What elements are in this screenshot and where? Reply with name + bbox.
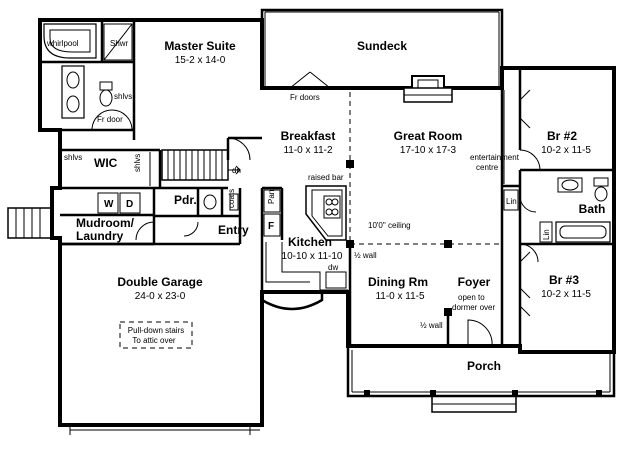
sundeck-french-doors [289, 71, 331, 89]
pantry-label: Pan [267, 190, 276, 204]
master-door-swing [227, 137, 251, 161]
kitchen-island [305, 185, 347, 241]
whirlpool-tub [43, 23, 97, 59]
fridge-label: F [268, 221, 274, 232]
master-toilet [99, 81, 113, 107]
entertainment-label: entertainment [470, 153, 520, 162]
raised-bar-label: raised bar [308, 173, 344, 182]
breakfast-dim: 11-0 x 11-2 [283, 145, 333, 156]
foyer-name: Foyer [458, 275, 491, 289]
side-entry-steps [7, 207, 53, 239]
kitchen-dim: 10-10 x 11-10 [282, 251, 343, 262]
bath-name: Bath [579, 202, 606, 216]
great-room-dim: 17-10 x 17-3 [400, 145, 457, 156]
open-to-label-2: dormer over [452, 303, 495, 312]
breakfast-name: Breakfast [281, 129, 336, 143]
br3-name: Br #3 [549, 273, 579, 287]
half-wall-label-2: ½ wall [420, 321, 443, 330]
sundeck-name: Sundeck [357, 39, 407, 53]
garage-details [69, 321, 260, 435]
sundeck-outline [260, 8, 504, 88]
stairs-dn-label: dn [232, 166, 241, 175]
kitchen-bay [260, 292, 324, 311]
great-room-name: Great Room [394, 129, 463, 143]
stairs [161, 149, 241, 181]
ceiling-label: 10'0" ceiling [368, 221, 411, 230]
kitchen-walls [260, 186, 348, 292]
garage-dim: 24-0 x 23-0 [135, 291, 186, 302]
half-wall-label-1: ½ wall [354, 251, 377, 260]
linen-label: Lin [506, 197, 517, 206]
porch [346, 346, 616, 413]
br2-dim: 10-2 x 11-5 [541, 145, 591, 156]
pull-down-label-1: Pull-down stairs [128, 326, 184, 335]
shower-label: Shwr [110, 39, 129, 48]
mudroom-name: Mudroom/ [76, 216, 135, 230]
bath-fixtures [539, 177, 611, 243]
master-suite-dim: 15-2 x 14-0 [175, 55, 226, 66]
dryer-label: D [126, 199, 133, 210]
interior-dashed-lines [349, 92, 502, 270]
shower [103, 23, 133, 61]
master-bath-walls [40, 20, 262, 190]
bath-french-door [91, 109, 133, 131]
coats-label: coats [227, 189, 236, 208]
bedroom-walls [500, 68, 614, 346]
front-door [467, 319, 493, 347]
garage-name: Double Garage [117, 275, 203, 289]
br3-door [519, 243, 539, 263]
fr-door-label: Fr door [97, 115, 123, 124]
mudroom-door [135, 221, 155, 241]
br2-name: Br #2 [547, 129, 577, 143]
bath-linen-label: Lin [542, 229, 551, 240]
columns [346, 160, 452, 316]
pull-down-label-2: To attic over [132, 336, 175, 345]
laundry-name: Laundry [76, 229, 124, 243]
fireplace [403, 75, 453, 103]
master-suite-name: Master Suite [164, 39, 236, 53]
bath-door [519, 195, 537, 213]
kitchen-name: Kitchen [288, 235, 332, 249]
bedroom-closets [503, 89, 531, 317]
br3-dim: 10-2 x 11-5 [541, 289, 591, 300]
vanity-sinks [61, 65, 85, 119]
powder-room [154, 188, 240, 218]
dining-dim: 11-0 x 11-5 [375, 291, 425, 302]
shlvs-bath-label: shlvs [114, 92, 132, 101]
washer-label: W [104, 199, 114, 210]
wic-label: WIC [94, 156, 118, 170]
pdr-name: Pdr. [174, 193, 197, 207]
pdr-door [183, 221, 199, 237]
entry-name: Entry [218, 223, 249, 237]
dw-label: dw [328, 263, 338, 272]
washer-dryer [97, 192, 141, 214]
wic-shlvs-label: shlvs [64, 153, 82, 162]
porch-name: Porch [467, 359, 501, 373]
dining-name: Dining Rm [368, 275, 428, 289]
br2-door [519, 149, 541, 171]
open-to-label-1: open to [458, 293, 485, 302]
centre-label: centre [476, 163, 499, 172]
entry-walls [60, 188, 242, 246]
wic-shlvs-vertical: shlvs [133, 154, 142, 172]
whirlpool-label: whirlpool [46, 39, 79, 48]
fr-doors-label: Fr doors [290, 93, 320, 102]
